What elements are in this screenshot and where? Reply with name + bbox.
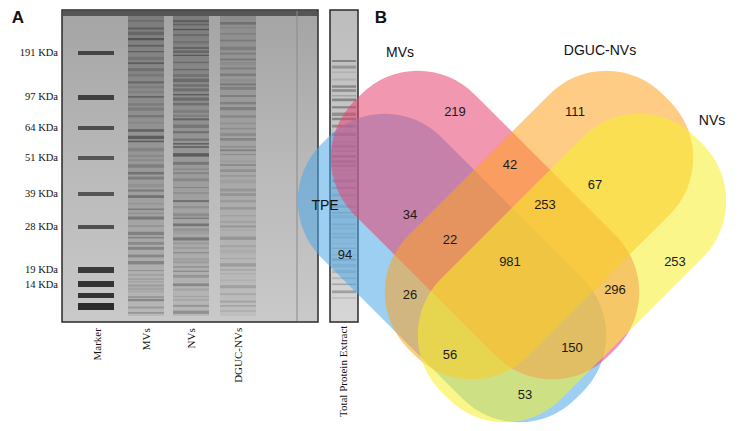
count-number: 296 [604, 283, 626, 298]
count-number: 42 [503, 158, 517, 173]
lane-label: Total Protein Extract [338, 326, 351, 417]
set-label: TPE [311, 197, 338, 213]
marker-size: 28 KDa [25, 221, 58, 233]
count-number: 111 [565, 105, 585, 120]
count-number: 67 [588, 178, 602, 193]
count-number: 34 [403, 208, 417, 223]
set-label: NVs [699, 112, 725, 128]
lane-label: MVs [140, 328, 153, 350]
set-label: MVs [386, 44, 414, 60]
count-number: 22 [443, 233, 457, 248]
marker-size: 19 KDa [25, 264, 58, 276]
marker-size: 51 KDa [25, 152, 58, 164]
count-number: 219 [444, 105, 466, 120]
marker-size: 64 KDa [25, 122, 58, 134]
count-number: 56 [443, 348, 457, 363]
count-number: 94 [338, 248, 352, 263]
lane-label: Marker [91, 328, 104, 360]
count-number: 253 [534, 198, 556, 213]
count-number: 253 [664, 255, 686, 270]
count-number: 981 [499, 255, 521, 270]
marker-size: 191 KDa [20, 47, 58, 59]
marker-size: 39 KDa [25, 188, 58, 200]
panel-letter: A [12, 8, 24, 28]
lane-label: DGUC-NVs [232, 328, 245, 383]
panel-letter: B [375, 8, 387, 28]
set-label: DGUC-NVs [564, 42, 636, 58]
lane-label: NVs [185, 328, 198, 348]
count-number: 26 [403, 288, 417, 303]
count-number: 150 [561, 341, 583, 356]
marker-size: 14 KDa [25, 279, 58, 291]
count-number: 53 [518, 388, 532, 403]
marker-size: 97 KDa [25, 91, 58, 103]
